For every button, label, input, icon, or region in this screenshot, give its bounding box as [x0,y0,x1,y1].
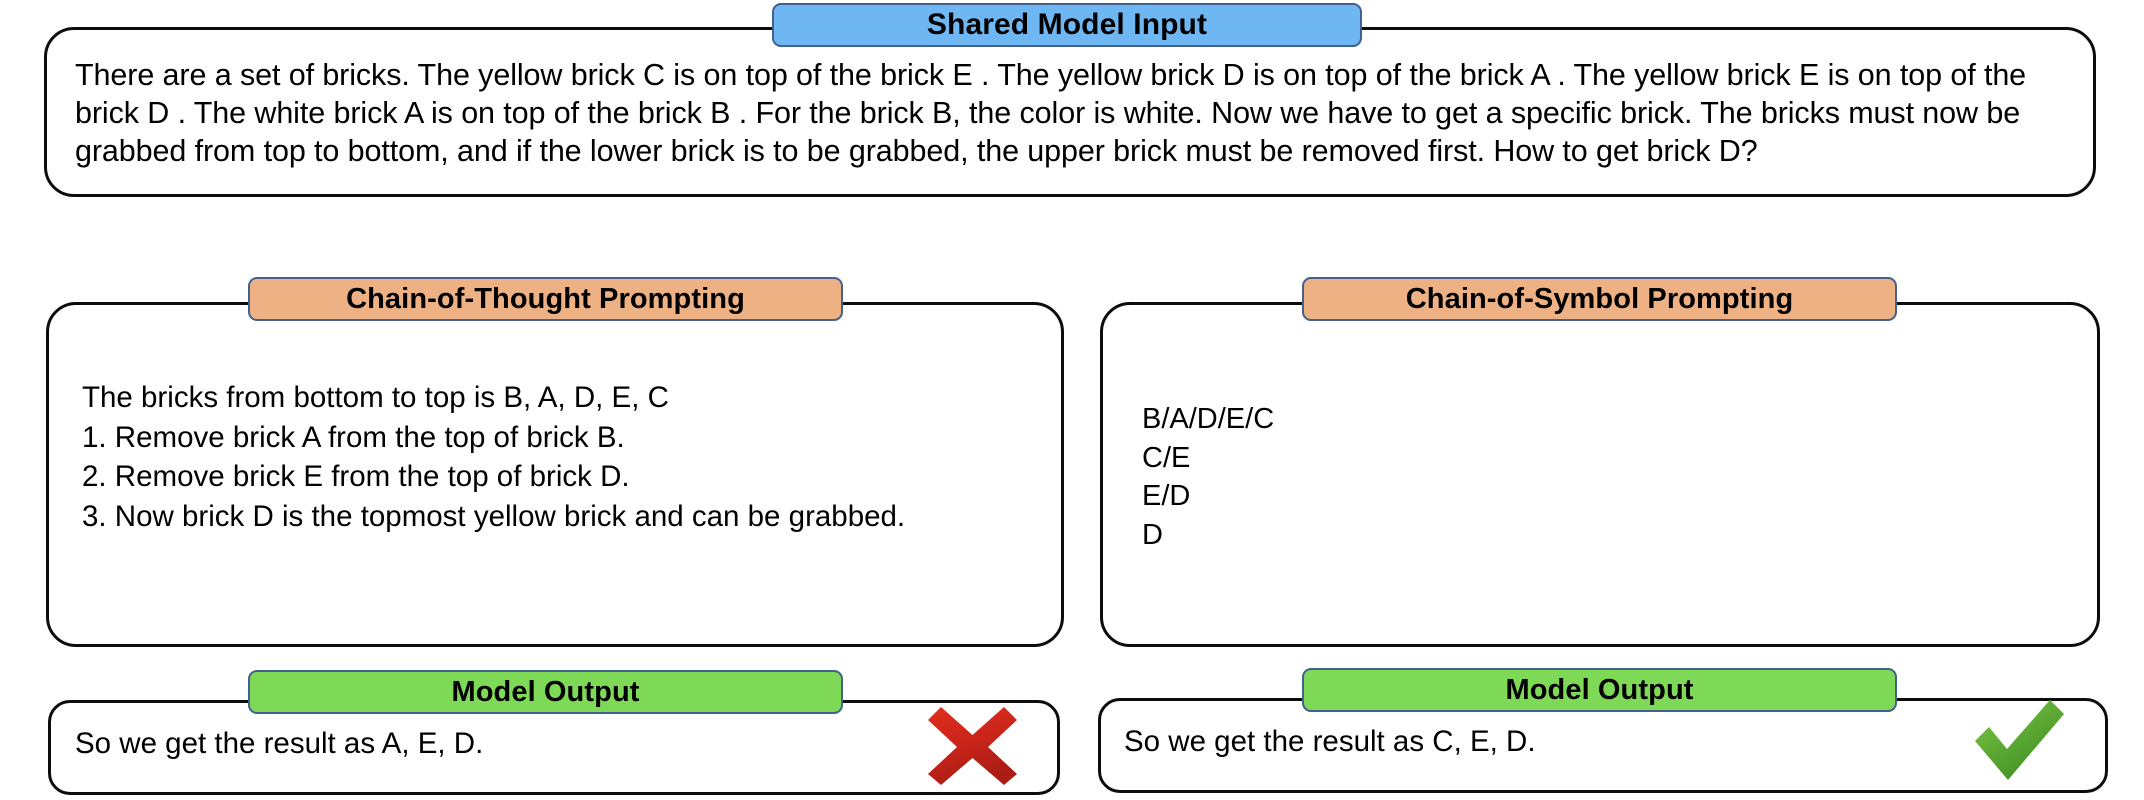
check-mark-icon [1967,697,2072,789]
chain-of-thought-panel [46,302,1064,647]
shared-input-text: There are a set of bricks. The yellow br… [75,58,2035,168]
cross-mark-icon [925,702,1020,788]
chain-of-symbol-panel [1100,302,2100,647]
left-model-output-badge: Model Output [248,670,843,714]
left-model-output-badge-label: Model Output [451,675,640,708]
shared-input-badge: Shared Model Input [772,3,1362,47]
chain-of-thought-badge-label: Chain-of-Thought Prompting [346,282,745,315]
chain-of-symbol-badge: Chain-of-Symbol Prompting [1302,277,1897,321]
left-model-output-text: So we get the result as A, E, D. [75,727,484,760]
right-model-output-badge: Model Output [1302,668,1897,712]
chain-of-symbol-badge-label: Chain-of-Symbol Prompting [1405,282,1794,315]
chain-of-thought-badge: Chain-of-Thought Prompting [248,277,843,321]
right-model-output-badge-label: Model Output [1505,673,1694,706]
right-model-output-text: So we get the result as C, E, D. [1124,725,1536,758]
right-model-output-panel [1098,698,2108,793]
chain-of-thought-text: The bricks from bottom to top is B, A, D… [82,381,906,533]
chain-of-symbol-text: B/A/D/E/C C/E E/D D [1142,403,1275,551]
shared-input-badge-label: Shared Model Input [926,8,1208,41]
